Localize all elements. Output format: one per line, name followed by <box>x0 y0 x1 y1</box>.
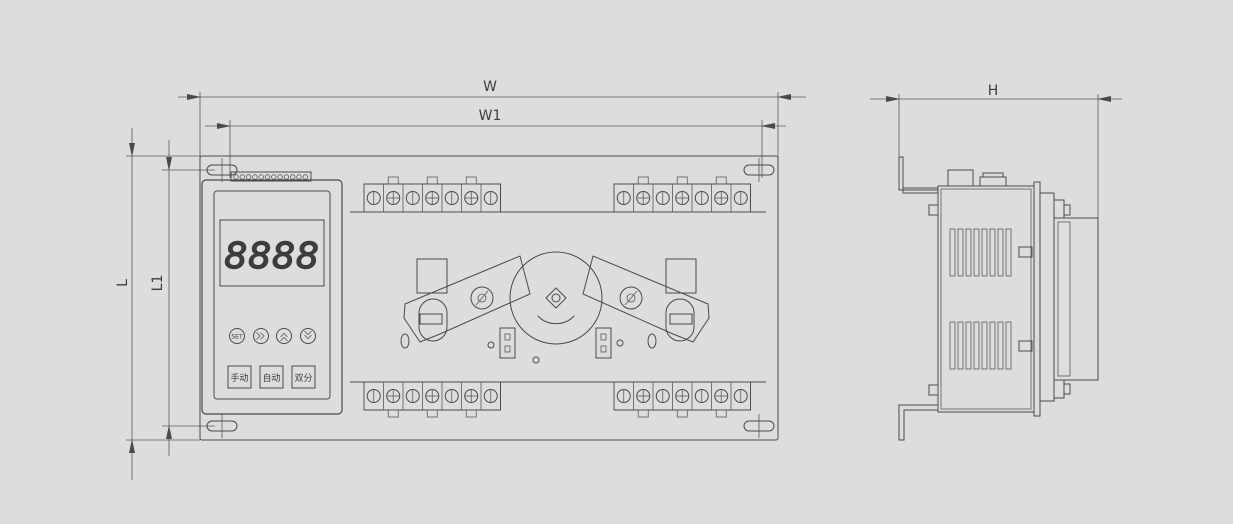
dimension-w-label: W <box>483 79 497 95</box>
controller-panel: 8888 SET 手动 自动 <box>201 179 343 415</box>
connector-pin <box>302 174 308 180</box>
vent-slot <box>949 321 956 370</box>
handle-hub <box>509 251 603 345</box>
manual-mode-label: 手动 <box>230 372 248 384</box>
right-pivot-screw <box>619 286 643 310</box>
round-button-down[interactable] <box>300 328 316 344</box>
connector-pin <box>283 174 290 180</box>
dimension-l: L <box>115 128 200 480</box>
dimension-h: H <box>870 83 1122 220</box>
vent-slot <box>997 228 1004 277</box>
side-top-connector <box>947 169 974 187</box>
terminal-block-top-left <box>363 176 501 213</box>
vent-slot <box>981 321 988 370</box>
connector-pin <box>239 174 245 180</box>
vent-slot <box>965 321 972 370</box>
connector-pin <box>296 174 302 180</box>
double-off-label: 双分 <box>294 373 312 384</box>
terminal-block-top-right <box>613 176 751 213</box>
double-chevron-down-icon <box>304 330 312 340</box>
left-link-pin <box>418 298 448 342</box>
vent-slot <box>997 321 1004 370</box>
hub-arc-slot <box>537 315 575 325</box>
dimension-l1: L1 <box>150 140 215 456</box>
right-lever-arm <box>582 255 710 343</box>
bottom-mounting-foot <box>898 404 939 441</box>
vent-slot <box>973 228 980 277</box>
vent-slot <box>1005 228 1012 277</box>
auto-mode-label: 自动 <box>262 372 280 384</box>
digital-display <box>219 219 325 287</box>
double-off-button[interactable]: 双分 <box>291 365 316 389</box>
base-plate <box>199 155 779 441</box>
vent-slot <box>949 228 956 277</box>
set-button-label: SET <box>231 334 243 341</box>
double-chevron-up-icon <box>280 332 288 342</box>
left-pivot-screw <box>470 286 494 310</box>
left-lever-arm <box>403 255 531 343</box>
vent-slot <box>973 321 980 370</box>
hub-shaft-square <box>545 287 567 309</box>
connector-pin <box>271 174 277 180</box>
round-button-set[interactable]: SET <box>229 328 245 344</box>
dimension-l1-label: L1 <box>150 275 166 292</box>
connector-pin <box>264 174 271 180</box>
connector-pin <box>290 174 296 180</box>
dimension-w: W <box>178 79 806 160</box>
manual-mode-button[interactable]: 手动 <box>227 365 252 389</box>
side-view <box>898 156 1099 441</box>
display-readout: 8888 <box>224 236 320 277</box>
dimension-l-label: L <box>115 279 131 287</box>
connector-pin <box>258 174 264 180</box>
side-ventilation <box>949 228 1012 370</box>
terminal-block-bottom-left <box>363 381 501 418</box>
vent-slot <box>957 321 964 370</box>
side-housing <box>937 185 1035 413</box>
round-button-next[interactable] <box>253 328 269 344</box>
controller-connector <box>230 171 312 182</box>
dimension-w1-label: W1 <box>479 108 502 124</box>
vent-slot <box>989 321 996 370</box>
operating-mechanism <box>400 251 710 364</box>
vent-slot <box>957 228 964 277</box>
vent-slot <box>981 228 988 277</box>
connector-pin <box>277 174 283 180</box>
connector-pin <box>233 174 239 180</box>
terminal-block-bottom-right <box>613 381 751 418</box>
vent-slot <box>965 228 972 277</box>
right-aux-contact <box>595 327 612 359</box>
connector-pin <box>252 174 258 180</box>
dimension-w1: W1 <box>205 108 786 178</box>
side-handle <box>1053 217 1099 381</box>
left-aux-contact <box>499 327 516 359</box>
auto-mode-button[interactable]: 自动 <box>259 365 284 389</box>
vent-slot <box>1005 321 1012 370</box>
top-mounting-foot <box>899 156 939 194</box>
vent-slot <box>989 228 996 277</box>
connector-pin <box>245 174 252 180</box>
front-view: 8888 SET 手动 自动 <box>199 155 779 441</box>
dimension-h-label: H <box>988 83 999 99</box>
round-button-up[interactable] <box>276 328 292 344</box>
right-link-pin <box>665 298 695 342</box>
double-chevron-right-icon <box>256 332 265 340</box>
